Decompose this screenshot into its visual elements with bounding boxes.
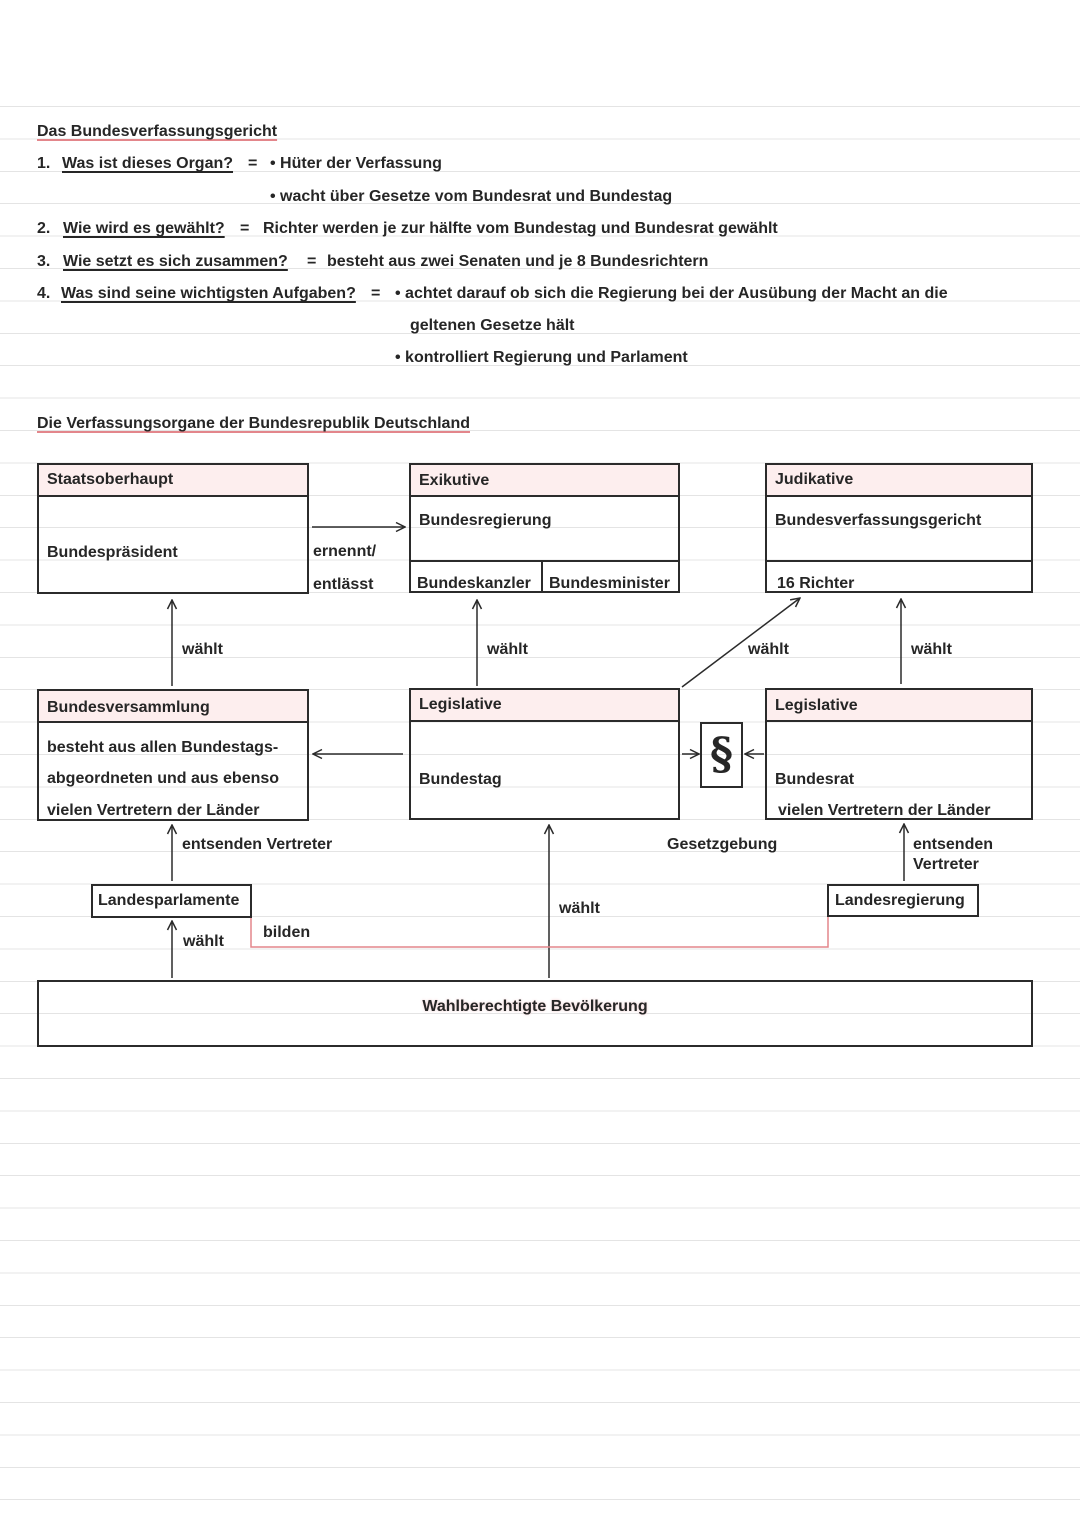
box-exekutive-member-minister: Bundesminister <box>549 575 670 592</box>
box-bevoelkerung-row: Wahlberechtigte Bevölkerung <box>39 997 1031 1017</box>
box-landesregierung-label: Landesregierung <box>835 892 965 909</box>
item-4-answer-1: • achtet darauf ob sich die Regierung be… <box>395 285 948 302</box>
label-waehlt-richter-bundestag: wählt <box>748 641 789 658</box>
box-exekutive-title: Exikutive <box>419 472 490 489</box>
label-bilden: bilden <box>263 924 311 941</box>
box-bundesversammlung: Bundesversammlung besteht aus allen Bund… <box>37 689 309 821</box>
item-2-answer-1: Richter werden je zur hälfte vom Bundest… <box>263 220 778 237</box>
box-bundestag: Legislative Bundestag <box>409 688 680 820</box>
box-staatsoberhaupt-header <box>39 465 307 497</box>
box-landesregierung: Landesregierung <box>827 884 979 917</box>
item-4-answer-3: • kontrolliert Regierung und Parlament <box>395 349 688 366</box>
lined-paper <box>0 106 1080 1502</box>
paragraph-icon: § <box>709 729 733 780</box>
box-judikative-member-richter: 16 Richter <box>777 575 855 592</box>
box-bundesversammlung-body-1: besteht aus allen Bundestags- <box>47 739 279 756</box>
item-3-question: Wie setzt es sich zusammen? <box>63 253 288 270</box>
box-bundesrat-note: vielen Vertretern der Länder <box>778 802 991 819</box>
box-judikative-body: Bundesverfassungsgericht <box>775 512 982 529</box>
box-bundesversammlung-body-3: vielen Vertretern der Länder <box>47 802 260 819</box>
label-waehlt-bundestag: wählt <box>559 900 600 917</box>
box-staatsoberhaupt-body: Bundespräsident <box>47 544 178 561</box>
box-bundestag-title: Legislative <box>419 696 502 713</box>
box-bevoelkerung-label: Wahlberechtigte Bevölkerung <box>422 998 648 1015</box>
label-entsenden-vertreter-left: entsenden Vertreter <box>182 836 333 853</box>
label-gesetzgebung: Gesetzgebung <box>667 836 778 853</box>
box-bundesrat-title: Legislative <box>775 697 858 714</box>
box-judikative-title: Judikative <box>775 471 854 488</box>
label-waehlt-bundespraesident: wählt <box>182 641 223 658</box>
label-entlaesst: entlässt <box>313 576 374 593</box>
item-1-question: Was ist dieses Organ? <box>62 155 234 172</box>
box-wahlberechtigte-bevoelkerung: Wahlberechtigte Bevölkerung <box>37 980 1033 1047</box>
label-entsenden-right: entsenden <box>913 836 994 853</box>
paragraph-box: § <box>700 722 743 788</box>
label-ernennt: ernennt/ <box>313 543 377 560</box>
box-staatsoberhaupt-title: Staatsoberhaupt <box>47 471 174 488</box>
box-bundesversammlung-title: Bundesversammlung <box>47 699 210 716</box>
item-4-question: Was sind seine wichtigsten Aufgaben? <box>61 285 356 302</box>
item-1-number: 1. <box>37 155 51 172</box>
item-4-number: 4. <box>37 285 51 302</box>
item-3-answer-1: besteht aus zwei Senaten und je 8 Bundes… <box>327 253 709 270</box>
box-judikative: Judikative Bundesverfassungsgericht 16 R… <box>765 463 1033 593</box>
box-bundesrat: Legislative Bundesrat vielen Vertretern … <box>765 688 1033 820</box>
box-staatsoberhaupt: Staatsoberhaupt Bundespräsident <box>37 463 309 594</box>
label-waehlt-richter-bundesrat: wählt <box>911 641 952 658</box>
item-2-equals: = <box>240 220 250 237</box>
box-exekutive: Exikutive Bundesregierung Bundeskanzler … <box>409 463 680 593</box>
box-bundesrat-header <box>767 690 1031 722</box>
box-exekutive-split <box>541 560 543 591</box>
box-judikative-divider <box>767 560 1031 562</box>
item-4-answer-2: geltenen Gesetze hält <box>410 317 575 334</box>
label-waehlt-bundesregierung: wählt <box>487 641 528 658</box>
label-waehlt-landesparlamente: wählt <box>183 933 224 950</box>
box-exekutive-member-kanzler: Bundeskanzler <box>417 575 531 592</box>
item-2-number: 2. <box>37 220 51 237</box>
item-1-equals: = <box>248 155 258 172</box>
box-bundesversammlung-body-2: abgeordneten und aus ebenso <box>47 770 280 787</box>
box-bundestag-header <box>411 690 678 722</box>
box-bundesversammlung-header <box>39 691 307 723</box>
item-4-equals: = <box>371 285 381 302</box>
item-3-number: 3. <box>37 253 51 270</box>
item-2-question: Wie wird es gewählt? <box>63 220 225 237</box>
box-exekutive-header <box>411 465 678 497</box>
box-judikative-header <box>767 465 1031 497</box>
notes-title: Das Bundesverfassungsgericht <box>37 123 278 140</box>
box-exekutive-divider <box>411 560 678 562</box>
item-3-equals: = <box>307 253 317 270</box>
box-bundestag-body: Bundestag <box>419 771 502 788</box>
label-vertreter-right: Vertreter <box>913 856 979 873</box>
box-landesparlamente-label: Landesparlamente <box>98 892 240 909</box>
item-1-answer-2: • wacht über Gesetze vom Bundesrat und B… <box>270 188 673 205</box>
box-bundesrat-body: Bundesrat <box>775 771 855 788</box>
diagram-title: Die Verfassungsorgane der Bundesrepublik… <box>37 415 470 432</box>
item-1-answer-1: • Hüter der Verfassung <box>270 155 442 172</box>
box-landesparlamente: Landesparlamente <box>91 884 252 918</box>
box-exekutive-body: Bundesregierung <box>419 512 552 529</box>
